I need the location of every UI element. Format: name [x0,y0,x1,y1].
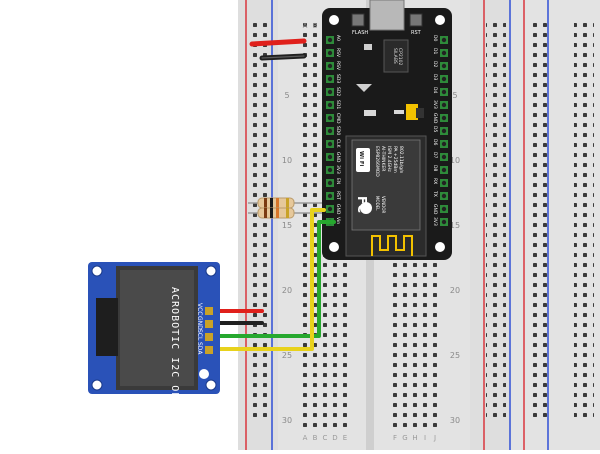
row-number-right-20: 20 [450,286,460,295]
row-number-right-15: 15 [450,221,460,230]
resistors [248,197,322,219]
column-letter-i: I [424,434,426,442]
module-maker: AI-THINKER [380,146,386,171]
column-letter-f: F [393,434,397,442]
row-number-5: 5 [284,91,289,100]
oled-pin-label-vcc: VCC [196,303,203,315]
usb-connector [369,0,405,31]
row-number-10: 10 [282,156,292,165]
oled-pin-vcc [205,307,213,315]
esp8266-module: Wi Fi FC ESP8266MOD AI-THINKER ISM 2.4GH… [345,135,427,257]
pin-label-left_pins-0: A0 [335,35,341,41]
pin-label-right_pins-3: D3 [432,74,438,80]
column-letter-h: H [412,434,417,442]
oled-pin-label-scl: SCL [196,329,203,341]
pin-label-left_pins-8: CLK [335,139,341,149]
row-number-right-5: 5 [452,91,457,100]
column-letter-a-bottom: A [303,434,308,442]
column-letter-g: G [402,434,407,442]
right-rail-holes [486,20,594,420]
oled-ribbon [96,298,118,356]
column-letter-d-bottom: D [332,434,337,442]
pin-label-right_pins-7: D5 [432,126,438,132]
column-letter-j: J [433,434,436,442]
column-letter-a-top: A [303,22,308,30]
resistor-2 [257,207,295,219]
pin-label-right_pins-4: D4 [432,87,438,93]
pin-label-right_pins-12: TX [432,190,438,197]
oled-pin-label-sda: SDA [196,342,203,355]
pin-label-right_pins-14: 3V3 [432,217,438,226]
module-std: 802.11b/g/n [398,146,404,173]
pin-label-right_pins-9: D7 [432,152,438,158]
module-ism: ISM 2.4GHz [386,146,392,173]
model-label: MODEL [375,196,380,211]
pin-label-right_pins-1: D1 [432,48,438,54]
pin-label-left_pins-9: GND [335,152,341,163]
column-letter-b-bottom: B [313,434,318,442]
oled-title: ACROBOTIC I2C OLED [169,287,180,413]
wifi-logo: Wi Fi [356,148,370,172]
oled-pin-label-gnd: GND [196,316,203,330]
row-number-20: 20 [282,286,292,295]
flash-label: FLASH [352,30,368,36]
vendor-label: VENDOR [381,196,386,213]
pin-label-left_pins-10: 3V3 [335,165,341,174]
pin-label-right_pins-11: RX [432,178,438,184]
pin-label-right_pins-6: GND [432,113,438,124]
wire-scl-green [208,220,336,338]
pin-label-left_pins-2: RSV [335,61,341,71]
row-number-15: 15 [282,221,292,230]
pin-label-left_pins-6: CMD [335,113,341,124]
module-model: ESP8266MOD [374,146,380,177]
pin-label-left_pins-12: RST [335,191,341,200]
wire-sda-yellow [208,208,326,351]
flash-button[interactable] [351,13,365,27]
column-letter-e-bottom: E [343,434,347,442]
antenna-trace [371,235,413,256]
chip-model: CP2102 [397,48,403,65]
pin-label-left_pins-4: SD2 [335,87,341,96]
oled-logo-icon [199,369,209,379]
oled-pin-scl [205,333,213,341]
capacitor [406,104,418,120]
row-number-right-25: 25 [450,351,460,360]
resistor-1 [257,197,295,209]
pin-label-right_pins-5: 3V3 [432,100,438,109]
pin-label-right_pins-13: GND [432,204,438,215]
oled-pin-sda [205,346,213,354]
pin-label-right_pins-10: D8 [432,165,438,171]
pin-label-left_pins-14: Vin [335,217,341,224]
rail-jumpers [249,38,307,61]
column-letter-b-top: B [313,22,318,30]
pin-label-left_pins-13: GND [335,204,341,215]
pin-label-left_pins-5: SD1 [335,100,341,109]
rst-label: RST [411,30,422,36]
chip-brand: SILABS [392,48,398,64]
pin-label-left_pins-1: RSV [335,48,341,58]
row-number-25: 25 [282,351,292,360]
pin-label-right_pins-0: D0 [432,35,438,41]
usb-uart-chip [383,39,409,73]
pin-label-left_pins-3: SD3 [335,74,341,83]
row-number-30: 30 [282,416,292,425]
svg-text:Wi Fi: Wi Fi [358,151,364,167]
oled-pin-gnd [205,320,213,328]
pin-label-right_pins-8: D6 [432,139,438,145]
left-rail-holes [250,20,270,420]
row-number-right-30: 30 [450,416,460,425]
row-number-right-10: 10 [450,156,460,165]
column-letter-c-bottom: C [323,434,328,442]
pin-label-right_pins-2: D2 [432,61,438,67]
rst-button[interactable] [409,13,423,27]
pin-label-left_pins-7: SD0 [335,126,341,135]
module-power: PA +25dBm [392,146,398,173]
pin-label-left_pins-11: EN [335,178,341,184]
